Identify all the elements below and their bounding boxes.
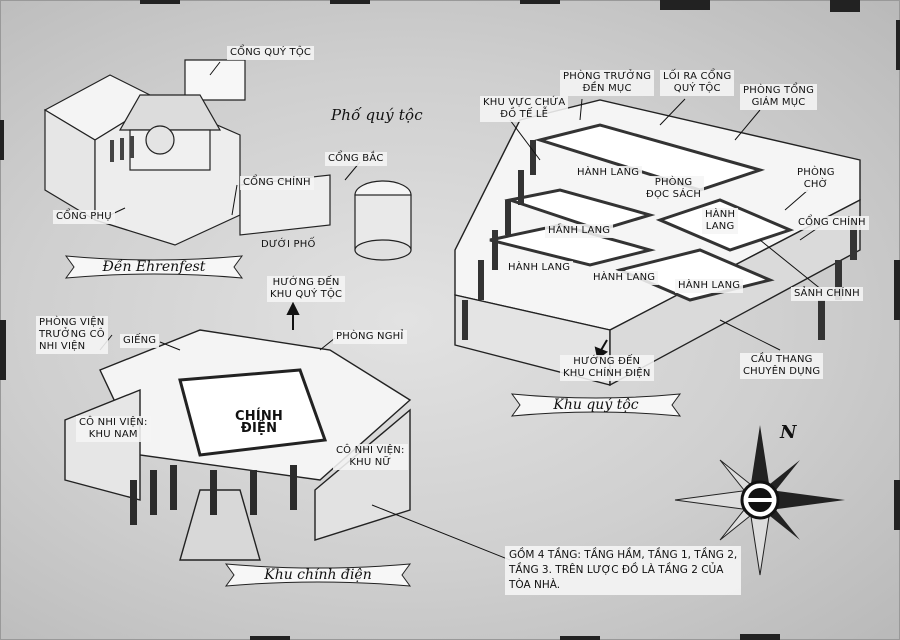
label-corridor-3: HÀNH LANG (505, 261, 574, 275)
label-gate-north: CỔNG BẮC (325, 152, 387, 166)
label-gate-main: CỔNG CHÍNH (240, 176, 314, 190)
label-orphan-boys: CÔ NHI VIỆN:KHU NAM (76, 416, 151, 442)
label-noble-street: Phố quý tộc (331, 106, 423, 124)
ehrenfest-temple-building (43, 59, 412, 261)
floor-note: GỒM 4 TẦNG: TẦNG HẦM, TẦNG 1, TẦNG 2,TẦN… (505, 546, 742, 595)
banner-ehrenfest: Đền Ehrenfest (62, 252, 246, 282)
label-rest-room: PHÒNG NGHỈ (333, 330, 407, 344)
banner-noble-area: Khu quý tộc (508, 390, 684, 420)
label-main-gate: CỔNG CHÍNH (795, 216, 869, 230)
label-corridor-1: HÀNH LANG (574, 166, 643, 180)
label-main-hall: SẢNH CHÍNH (791, 287, 863, 301)
banner-main-hall-area: Khu chính điện (222, 560, 414, 590)
label-well: GIẾNG (120, 334, 160, 348)
label-orphan-girls: CÔ NHI VIỆN:KHU NỮ (333, 444, 408, 470)
banner-ehrenfest-text: Đền Ehrenfest (102, 259, 206, 275)
label-corridor-4: HÀNH LANG (590, 271, 659, 285)
banner-noble-area-text: Khu quý tộc (553, 397, 639, 413)
label-corridor-2: HÀNH LANG (545, 224, 614, 238)
label-lower-town: DƯỚI PHỐ (261, 239, 316, 250)
label-corridor-5: HÀNH LANG (675, 279, 744, 293)
banner-main-hall-area-text: Khu chính điện (264, 567, 372, 583)
north-letter: N (780, 422, 797, 443)
main-hall-area-building (64, 329, 412, 561)
label-gate-side: CỔNG PHỤ (53, 210, 115, 224)
label-gate-noble: CỔNG QUÝ TỘC (227, 46, 315, 60)
